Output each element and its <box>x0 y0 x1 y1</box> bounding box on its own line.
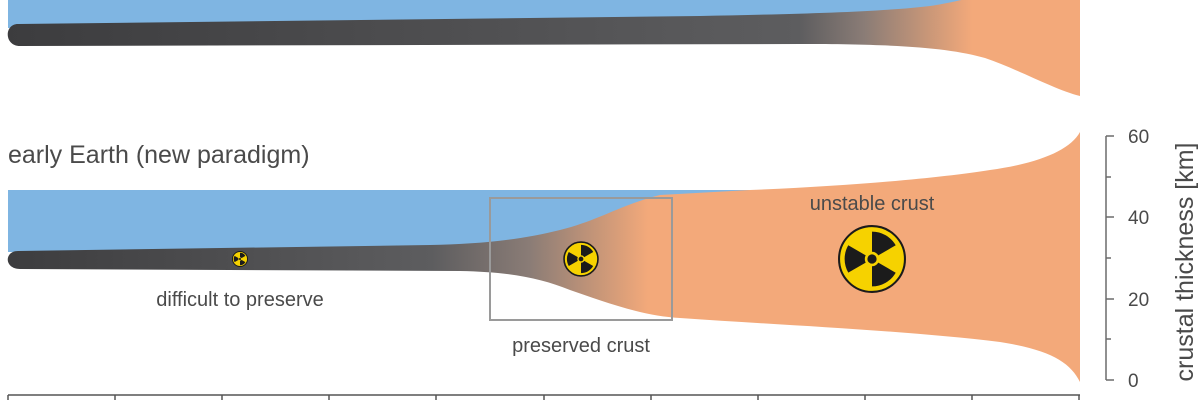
label-difficult-to-preserve: difficult to preserve <box>156 289 324 311</box>
radiation-icon-small <box>232 251 248 267</box>
label-unstable-crust: unstable crust <box>810 193 935 215</box>
tick-label-60: 60 <box>1128 127 1149 148</box>
time-axis <box>7 394 1080 400</box>
radiation-icon-large <box>838 225 906 293</box>
tick-label-0: 0 <box>1128 371 1139 392</box>
thickness-axis <box>1105 135 1114 381</box>
preserved-crust-box <box>489 197 673 321</box>
radiation-icon-medium <box>563 241 599 277</box>
bottom-crust <box>7 132 1080 382</box>
tick-label-40: 40 <box>1128 208 1149 229</box>
panel-title: early Earth (new paradigm) <box>8 141 310 169</box>
axis-title: crustal thickness [km] <box>1171 143 1199 382</box>
top-crust <box>7 0 1080 96</box>
label-preserved-crust: preserved crust <box>512 335 650 357</box>
tick-label-20: 20 <box>1128 290 1149 311</box>
